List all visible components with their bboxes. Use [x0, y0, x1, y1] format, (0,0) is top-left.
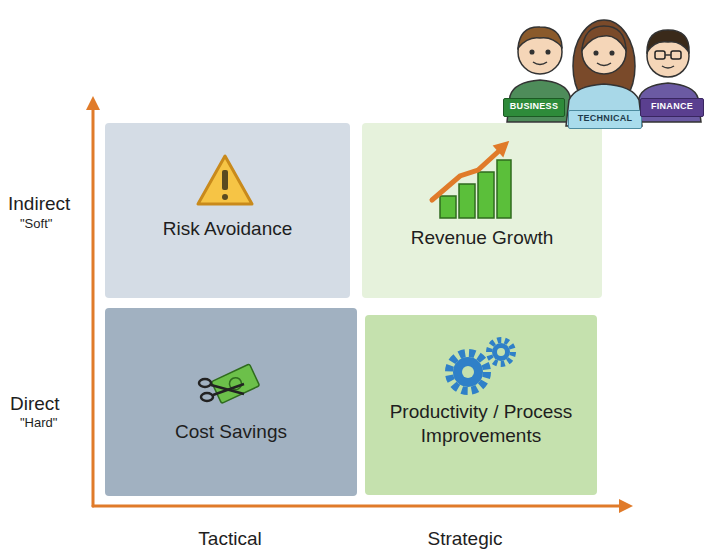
badge-text: BUSINESS — [510, 101, 558, 112]
role-badge: TECHNICAL — [568, 110, 642, 129]
quadrant-title: Risk Avoidance — [163, 217, 293, 241]
quadrant-box: Risk Avoidance — [105, 123, 350, 298]
axes — [93, 104, 625, 506]
quadrant-ground — [365, 315, 597, 495]
quadrant-ground — [362, 123, 602, 298]
quadrant-title: Cost Savings — [175, 420, 287, 444]
quadrant-ground — [105, 308, 357, 496]
quadrant-ground — [105, 123, 350, 298]
gears-icon — [449, 340, 513, 391]
role-badge: FINANCE — [640, 98, 704, 117]
quadrant-box: Revenue Growth — [362, 123, 602, 298]
axis-label: Tactical — [170, 528, 290, 550]
role-badge: BUSINESS — [503, 98, 565, 117]
badge-text: FINANCE — [651, 101, 693, 112]
axis-label: Direct — [10, 393, 90, 415]
quadrant-title: Productivity / Process Improvements — [373, 400, 589, 448]
axis-sublabel: "Soft" — [20, 217, 80, 232]
axis-sublabel: "Hard" — [20, 416, 80, 431]
axis-arrowhead — [86, 96, 100, 110]
warning-icon — [198, 156, 252, 204]
quadrant-title: Revenue Growth — [411, 226, 554, 250]
quadrant-box: Cost Savings — [105, 308, 357, 496]
growth-chart-icon — [432, 142, 511, 218]
scissors-money-icon — [199, 364, 260, 404]
badge-text: TECHNICAL — [578, 113, 633, 124]
quadrant-box: Productivity / Process Improvements — [365, 315, 597, 495]
axis-arrowhead — [619, 499, 633, 513]
axis-label: Indirect — [8, 193, 88, 215]
axis-label: Strategic — [405, 528, 525, 550]
